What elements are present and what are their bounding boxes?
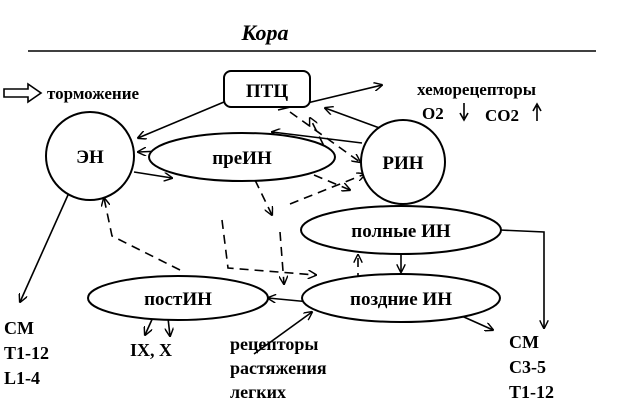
o2-label: O2 — [422, 104, 444, 123]
chemoreceptors-text: хеморецепторы — [417, 80, 536, 99]
node-ptc-label: ПТЦ — [246, 81, 288, 102]
node-ptc: ПТЦ — [223, 70, 311, 108]
node-prein: преИН — [148, 132, 336, 182]
output-right-line-2: С3-5 — [509, 357, 546, 377]
node-en: ЭН — [45, 111, 135, 201]
node-postin: постИН — [87, 275, 269, 321]
node-postin-label: постИН — [144, 289, 212, 310]
output-right-line-1: СМ — [509, 332, 539, 352]
legend: торможение — [3, 82, 139, 104]
arrow-up-icon — [532, 102, 542, 121]
node-ptc-box — [223, 70, 311, 108]
node-prein-label: преИН — [212, 148, 272, 169]
node-late-in-label: поздние ИН — [350, 289, 452, 310]
chemoreceptors-label: хеморецепторы O2 CO2 — [417, 80, 542, 125]
output-left-line-3: L1-4 — [4, 368, 40, 388]
arrow-down-icon — [459, 103, 469, 122]
receptors-line-2: растяжения — [230, 358, 327, 378]
output-right: СМ С3-5 T1-12 — [509, 332, 554, 402]
receptors-line-1: рецепторы — [230, 334, 318, 354]
receptors-label: рецепторы растяжения легких — [230, 334, 327, 402]
diagram-title: Кора — [240, 20, 288, 45]
co2-label: CO2 — [485, 106, 519, 125]
node-late-in: поздние ИН — [301, 273, 501, 323]
output-left-line-1: СМ — [4, 318, 34, 338]
output-nerves: IX, X — [130, 340, 172, 360]
node-en-label: ЭН — [76, 147, 104, 168]
output-left: СМ T1-12 L1-4 — [4, 318, 49, 388]
legend-label: торможение — [47, 84, 139, 103]
node-full-in: полные ИН — [300, 205, 502, 255]
receptors-line-3: легких — [230, 382, 286, 402]
hollow-arrow-icon — [3, 82, 43, 104]
node-full-in-label: полные ИН — [351, 221, 451, 242]
node-rin: РИН — [360, 119, 446, 205]
node-rin-label: РИН — [382, 153, 423, 174]
output-right-line-3: T1-12 — [509, 382, 554, 402]
output-left-line-2: T1-12 — [4, 343, 49, 363]
